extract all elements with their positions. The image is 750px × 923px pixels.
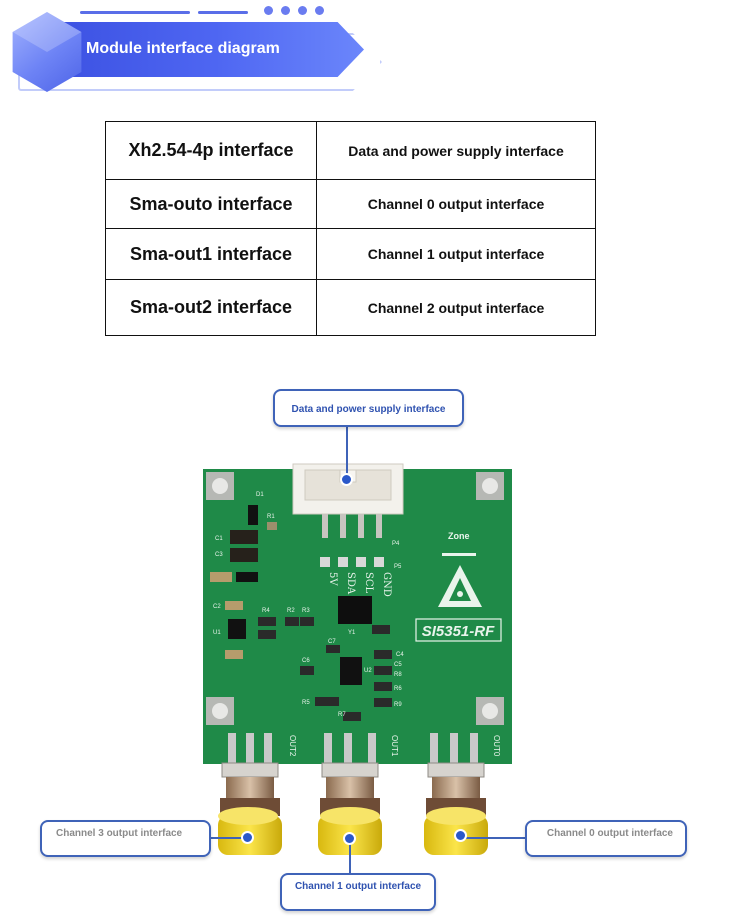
out1-label: OUT1 [390,735,399,757]
silk-r2: R2 [287,608,295,614]
silk-c1: C1 [215,536,223,542]
header-dot [264,6,273,15]
silk-y1: Y1 [348,630,356,636]
silk-r3: R3 [302,608,310,614]
silk-c5: C5 [394,662,402,668]
model-label-frame [415,618,502,642]
interface-table: Xh2.54-4p interface Data and power suppl… [105,121,596,336]
brand-label: Zone [448,531,470,541]
silk-r5: R5 [302,700,310,706]
interface-description: Channel 2 output interface [316,279,596,336]
pin-label-gnd: GND [381,572,392,597]
table-row: Sma-out2 interface Channel 2 output inte… [105,279,596,336]
silk-bar [442,553,476,556]
callout-dot-left [241,831,254,844]
callout-dot-middle [343,832,356,845]
header-dot [315,6,324,15]
silk-ref-p4: P4 [392,541,400,547]
silk-r6: R6 [394,686,402,692]
silk-ref-p5: P5 [394,564,402,570]
header-dash [198,11,248,14]
out0-label: OUT0 [492,735,501,757]
callout-channel-1: Channel 1 output interface [280,873,436,911]
silk-c3: C3 [215,552,223,558]
pin-label-scl: SCL [363,572,374,594]
silk-r7: R7 [338,712,346,718]
components [210,505,392,721]
pin-label-5v: 5V [327,572,338,586]
callout-line-top [346,427,348,480]
silk-u1: U1 [213,630,221,636]
page-title: Module interface diagram [86,40,280,57]
pin-label-sda: SDA [345,572,356,595]
sma-connector-out1 [318,733,382,855]
callout-data-power: Data and power supply interface [273,389,464,427]
component-labels: D1 R1 C1 C2 C3 U1 R2 R3 R4 R5 R6 R7 R8 R… [213,492,404,718]
silk-u2: U2 [364,668,372,674]
callout-channel-3: Channel 3 output interface [40,820,211,857]
banner-background [34,22,364,77]
header-dash [80,11,190,14]
silk-c7: C7 [328,639,336,645]
interface-description: Channel 0 output interface [316,179,596,229]
header-dot [298,6,307,15]
xh-connector [292,463,404,538]
callout-line-middle [349,838,351,873]
table-row: Sma-outo interface Channel 0 output inte… [105,179,596,229]
esd-warning-logo [438,565,482,607]
callout-dot-right [454,829,467,842]
callout-dot-top [340,473,353,486]
header-pads [320,557,384,567]
hexagon-icon [12,12,82,92]
silk-r4: R4 [262,608,270,614]
model-label: SI5351-RF [422,623,495,640]
interface-description: Data and power supply interface [316,121,596,180]
interface-name: Xh2.54-4p interface [105,121,317,180]
out2-label: OUT2 [288,735,297,757]
callout-line-right [461,837,525,839]
header-dot [281,6,290,15]
table-row: Xh2.54-4p interface Data and power suppl… [105,121,596,180]
callout-line-left [211,837,248,839]
silk-c2: C2 [213,604,221,610]
silk-c6: C6 [302,658,310,664]
silk-d1: D1 [256,492,264,498]
interface-name: Sma-outo interface [105,179,317,229]
mounting-holes [206,472,504,725]
callout-channel-0: Channel 0 output interface [525,820,687,857]
silk-r1: R1 [267,514,275,520]
silk-r8: R8 [394,672,402,678]
silk-c4: C4 [396,652,404,658]
header-banner: Module interface diagram [0,0,750,100]
silk-r9: R9 [394,702,402,708]
